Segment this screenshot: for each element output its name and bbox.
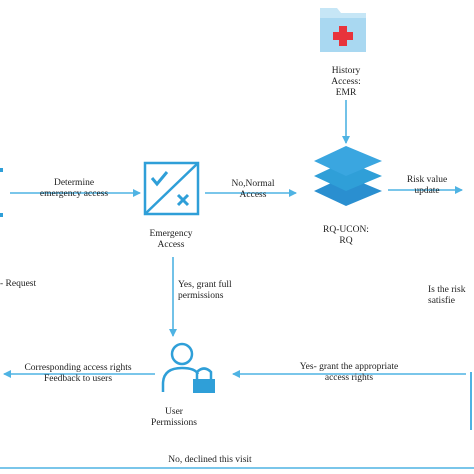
risk-value-update-label: Risk value update [406,175,448,196]
emergency-switch-icon [143,161,200,216]
request-label: - Request [0,279,37,289]
risk-satisfied-label: Is the risk satisfie [428,285,466,306]
no-normal-access-label: No,Normal Access [231,179,275,200]
determine-emergency-label: Determine emergency access [39,178,109,199]
history-access-label: History Access: EMR [331,66,361,98]
rq-ucon-label: RQ-UCON: RQ [323,225,369,246]
left-edge-fragment-bottom [0,213,3,217]
declined-visit-label: No, declined this visit [168,455,252,465]
user-lock-icon [161,342,215,393]
layer-stack-icon [314,146,382,206]
user-permissions-label: User Permissions [151,407,197,428]
medical-folder-icon [320,8,366,52]
yes-full-permissions-label: Yes, grant full permissions [178,280,232,301]
yes-appropriate-label: Yes- grant the appropriate access rights [299,362,399,383]
emergency-access-label: Emergency Access [149,229,193,250]
left-edge-fragment-top [0,168,3,172]
corresponding-feedback-label: Corresponding access rights Feedback to … [24,363,132,384]
